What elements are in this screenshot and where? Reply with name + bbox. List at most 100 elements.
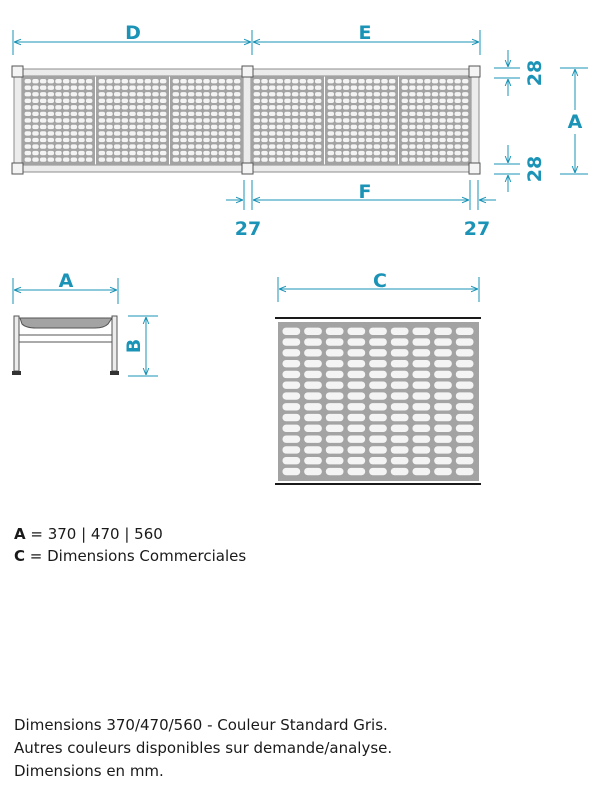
grid-hole	[47, 92, 55, 97]
grid-hole	[276, 118, 284, 123]
grid-hole	[106, 124, 113, 130]
grid-hole	[409, 98, 416, 103]
grid-hole	[314, 111, 322, 117]
grid-hole	[373, 144, 381, 149]
grid-hole	[159, 157, 167, 162]
grid-hole	[70, 105, 78, 110]
grid-hole	[299, 137, 307, 143]
grid-hole	[358, 137, 365, 143]
grid-hole	[47, 124, 55, 130]
legend-key-C: C	[14, 547, 26, 565]
grid-hole	[98, 98, 106, 103]
grid-hole	[284, 118, 291, 123]
grid-hole	[24, 79, 32, 84]
grid-hole	[253, 98, 261, 103]
grid-hole	[439, 124, 446, 130]
detail-hole	[325, 338, 344, 346]
detail-hole	[369, 435, 387, 443]
grid-hole	[136, 137, 144, 143]
detail-hole	[412, 392, 431, 400]
grid-hole	[70, 118, 78, 123]
grid-hole	[113, 79, 121, 84]
grid-hole	[424, 131, 431, 136]
dim-label-F: F	[359, 181, 372, 203]
grid-hole	[159, 124, 167, 130]
grid-hole	[350, 137, 358, 143]
grid-hole	[284, 98, 291, 103]
grid-hole	[78, 124, 85, 130]
grid-hole	[261, 98, 268, 103]
grid-hole	[439, 144, 446, 149]
grid-hole	[180, 124, 187, 130]
grid-hole	[121, 137, 129, 143]
grid-hole	[276, 92, 284, 97]
grid-hole	[416, 111, 424, 117]
detail-hole	[412, 424, 431, 433]
grid-hole	[381, 131, 388, 136]
grid-hole	[431, 150, 439, 156]
dim-label-B: B	[123, 339, 145, 353]
grid-hole	[409, 144, 416, 149]
grid-hole	[78, 157, 85, 162]
grid-hole	[24, 150, 32, 156]
grid-hole	[136, 85, 144, 90]
grid-hole	[172, 150, 180, 156]
grid-hole	[358, 150, 365, 156]
grid-hole	[106, 150, 113, 156]
grid-hole	[47, 85, 55, 90]
grid-hole	[144, 92, 152, 97]
grid-hole	[401, 79, 408, 84]
grid-hole	[261, 79, 268, 84]
grid-hole	[195, 111, 203, 117]
grid-hole	[180, 92, 187, 97]
detail-hole	[282, 403, 301, 411]
grid-hole	[431, 85, 439, 90]
detail-hole	[347, 413, 366, 422]
grid-hole	[342, 137, 350, 143]
grid-hole	[85, 118, 93, 123]
grid-hole	[388, 79, 396, 84]
detail-hole	[282, 446, 301, 454]
grid-hole	[152, 144, 159, 149]
detail-hole	[390, 370, 409, 379]
grid-hole	[218, 79, 226, 84]
detail-hole	[434, 327, 452, 335]
detail-hole	[369, 446, 387, 454]
grid-hole	[431, 98, 439, 103]
grid-hole	[233, 124, 241, 130]
grid-hole	[291, 144, 299, 149]
grid-hole	[195, 105, 203, 110]
grid-hole	[172, 79, 180, 84]
grid-hole	[55, 105, 62, 110]
grid-hole	[226, 85, 233, 90]
grid-hole	[195, 150, 203, 156]
grid-hole	[32, 157, 39, 162]
grid-hole	[159, 137, 167, 143]
grid-hole	[226, 98, 233, 103]
grid-hole	[218, 137, 226, 143]
grid-hole	[431, 124, 439, 130]
grid-hole	[129, 79, 136, 84]
grid-hole	[152, 79, 159, 84]
grid-hole	[159, 85, 167, 90]
grid-hole	[195, 92, 203, 97]
grid-hole	[462, 144, 469, 149]
grid-hole	[253, 79, 261, 84]
grid-hole	[121, 144, 129, 149]
corner-block	[468, 65, 481, 78]
grid-hole	[446, 144, 454, 149]
detail-hole	[304, 392, 322, 400]
grid-hole	[416, 85, 424, 90]
grid-hole	[32, 144, 39, 149]
grid-hole	[335, 150, 342, 156]
grid-hole	[307, 118, 314, 123]
corner-block	[241, 65, 254, 78]
grid-hole	[187, 124, 195, 130]
grid-hole	[401, 98, 408, 103]
grid-hole	[335, 79, 342, 84]
grid-hole	[47, 144, 55, 149]
grid-hole	[416, 131, 424, 136]
grid-hole	[172, 124, 180, 130]
grid-hole	[159, 118, 167, 123]
grid-hole	[180, 105, 187, 110]
